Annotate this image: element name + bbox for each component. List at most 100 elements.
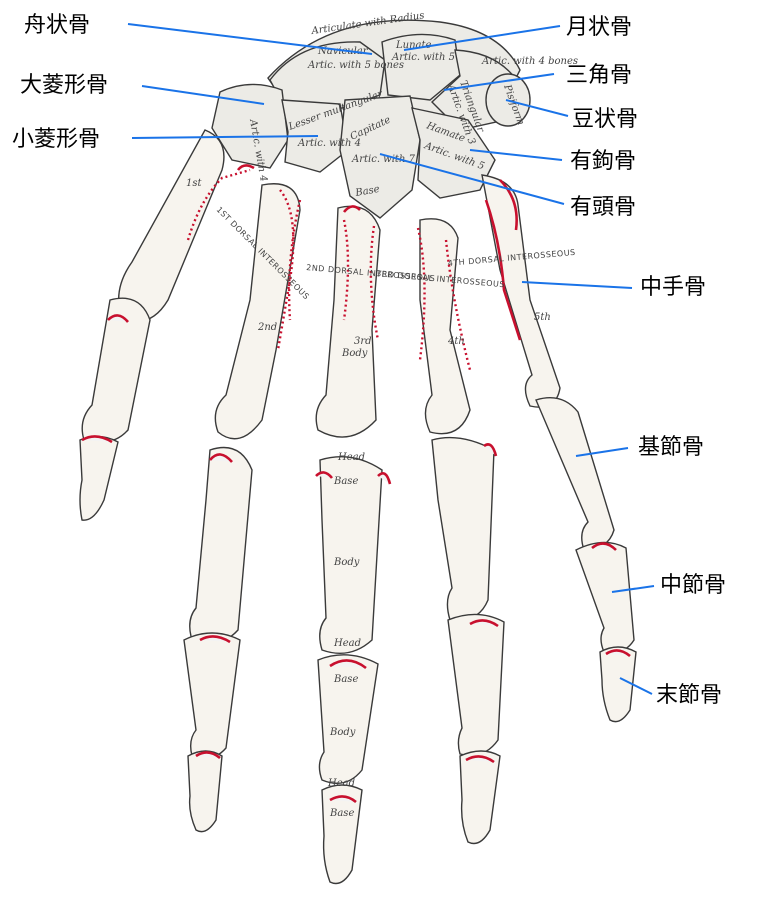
- middle-proximal-phalanx: [319, 455, 383, 654]
- metacarpal-5: [481, 174, 561, 408]
- leader-scaphoid: [127, 23, 373, 55]
- label-metacarpal: 中手骨: [640, 275, 706, 300]
- label-middle-phalanx: 中節骨: [660, 573, 726, 598]
- ring-proximal-phalanx: [431, 436, 495, 622]
- text-second: 2nd: [257, 322, 277, 333]
- text-navicular-artic: Artic. with 5 bones: [307, 60, 404, 71]
- joint-ring-pip: [469, 619, 499, 628]
- label-scaphoid: 舟状骨: [24, 13, 90, 38]
- articular-surface-4th-mc-radial: [416, 227, 426, 361]
- text-first: 1st: [186, 178, 202, 189]
- middle-distal-phalanx: [321, 784, 363, 885]
- leader-metacarpal: [521, 281, 633, 289]
- label-lunate: 月状骨: [566, 15, 632, 40]
- text-navicular: Navicular: [317, 46, 369, 57]
- metacarpal-bones: [118, 129, 561, 440]
- joint-little-pip: [591, 542, 617, 551]
- joint-ring-mcp: [483, 443, 498, 457]
- carpal-bones: [211, 19, 531, 219]
- leader-trapezoid: [131, 135, 319, 139]
- text-dp-base: Base: [329, 808, 354, 819]
- text-capitate-artic: Artic. with 7: [351, 154, 416, 165]
- middle-phalanges: [183, 541, 635, 784]
- articular-surface-5th-mc: [484, 199, 522, 341]
- text-mc-base: Base: [354, 184, 381, 199]
- label-triquetrum: 三角骨: [566, 63, 632, 88]
- text-mp-base: Base: [333, 674, 358, 685]
- leader-hamate: [469, 149, 563, 161]
- articular-surface-3rd-mc-radial: [342, 219, 350, 321]
- leader-triquetrum: [443, 73, 555, 91]
- distal-phalanges: [79, 435, 637, 885]
- little-distal-phalanx: [599, 646, 637, 723]
- articular-surface-2nd-mc-ulnar: [287, 199, 302, 321]
- ring-distal-phalanx: [459, 750, 501, 845]
- joint-middle-mcp-right: [377, 472, 392, 485]
- articular-surface-capitate: [342, 205, 361, 213]
- leader-distal-phalanx: [619, 677, 653, 695]
- text-mp-body: Body: [329, 727, 356, 738]
- joint-index-pip: [199, 635, 231, 644]
- articular-surface-1st-cmc: [186, 168, 251, 241]
- bone-labels: 舟状骨 大菱形骨 小菱形骨 月状骨 三角骨 豆状骨 有鉤骨 有頭骨 中手骨 基節…: [12, 13, 726, 708]
- proximal-phalanges: [81, 297, 615, 654]
- leader-lines: [127, 23, 655, 695]
- label-trapezium: 大菱形骨: [20, 73, 108, 98]
- ring-middle-phalanx: [447, 613, 505, 757]
- articular-surface-3rd-mc-ulnar: [369, 225, 380, 341]
- label-trapezoid: 小菱形骨: [12, 127, 100, 152]
- joint-middle-dip: [329, 795, 357, 804]
- label-pisiform: 豆状骨: [572, 107, 638, 132]
- text-fourth: 4th: [447, 336, 465, 347]
- index-middle-phalanx: [183, 632, 241, 760]
- leader-middle-phalanx: [611, 585, 655, 593]
- label-distal-phalanx: 末節骨: [656, 683, 722, 708]
- thumb-distal-phalanx: [79, 435, 119, 521]
- text-mc-head: Head: [337, 452, 365, 463]
- joint-thumb-ip: [81, 435, 113, 444]
- index-proximal-phalanx: [189, 446, 253, 644]
- leader-trapezium: [141, 85, 265, 105]
- label-hamate: 有鉤骨: [570, 149, 636, 174]
- text-lunate-artic: Artic. with 5: [391, 52, 455, 63]
- trapezium-bone: [211, 83, 289, 169]
- text-pp-base: Base: [333, 476, 358, 487]
- joint-index-mcp: [209, 453, 233, 463]
- articular-surfaces: [81, 164, 631, 804]
- joint-index-dip: [195, 751, 221, 760]
- index-distal-phalanx: [187, 750, 223, 833]
- leader-proximal-phalanx: [575, 447, 629, 457]
- scaphoid-bone: [269, 41, 386, 113]
- articular-surface-2nd-mc-radial: [276, 189, 295, 351]
- text-artic-4bones: Artic. with 4 bones: [481, 56, 578, 67]
- articular-surface-4th-mc-ulnar: [444, 239, 472, 371]
- leader-capitate: [379, 153, 565, 205]
- text-third: 3rd: [354, 336, 372, 347]
- joint-thumb-mcp: [107, 314, 129, 323]
- text-pp-head: Head: [333, 638, 361, 649]
- joint-middle-pip: [329, 659, 367, 670]
- metacarpal-4: [419, 218, 471, 435]
- leader-pisiform: [505, 99, 569, 117]
- metacarpal-1: [118, 129, 225, 323]
- articular-surface-hamate: [499, 179, 518, 231]
- metacarpal-3: [315, 205, 381, 438]
- lunate-bone: [381, 33, 461, 101]
- metacarpal-2: [214, 183, 301, 440]
- little-middle-phalanx: [575, 541, 635, 654]
- articular-surface-trapezium: [236, 164, 255, 171]
- leader-lunate: [403, 25, 561, 51]
- middle-middle-phalanx: [317, 654, 379, 784]
- text-mc-body: Body: [341, 348, 368, 359]
- joint-ring-dip: [465, 755, 495, 764]
- text-fifth: 5th: [534, 312, 551, 323]
- joint-little-dip: [605, 649, 631, 658]
- joint-middle-mcp-left: [315, 471, 334, 479]
- label-capitate: 有頭骨: [570, 195, 636, 220]
- hamate-bone: [411, 107, 496, 199]
- text-mp-head: Head: [327, 778, 355, 789]
- capitate-bone: [339, 95, 421, 219]
- text-pp-body: Body: [333, 557, 360, 568]
